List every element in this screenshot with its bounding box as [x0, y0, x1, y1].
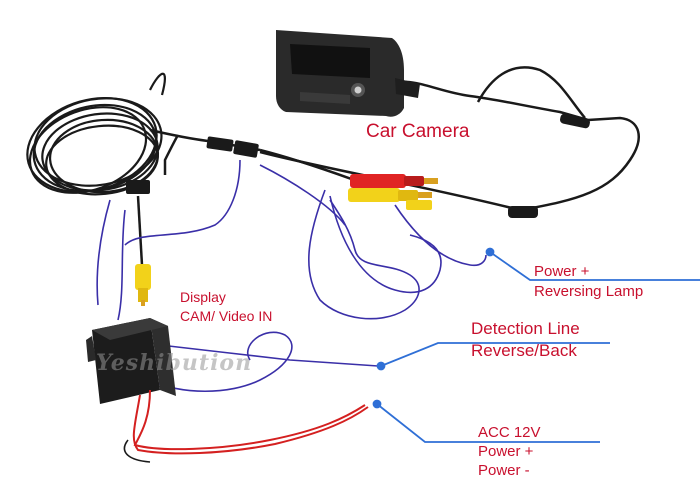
- display-label-line1: Display: [180, 289, 226, 305]
- splitter-connector: [206, 136, 234, 152]
- inline-connector: [508, 206, 538, 218]
- acc-label-line1: ACC 12V: [478, 424, 541, 441]
- acc-label: ACC 12V Power + Power -: [478, 423, 541, 480]
- video-connector: [126, 180, 150, 194]
- display-label-line2: CAM/ Video IN: [180, 308, 273, 324]
- control-box: [86, 318, 176, 404]
- power-label-line2: Reversing Lamp: [534, 283, 644, 300]
- detection-label: Detection Line Reverse/Back: [471, 318, 580, 362]
- car-camera-housing: [276, 30, 420, 117]
- display-label: Display CAM/ Video IN: [180, 288, 272, 326]
- inline-connector: [560, 113, 590, 129]
- power-label: Power + Reversing Lamp: [534, 262, 643, 302]
- car-camera-label: Car Camera: [366, 121, 470, 142]
- leader-lines: [372, 247, 700, 443]
- display-rca-plug: [135, 195, 151, 306]
- detection-label-line2: Reverse/Back: [471, 341, 577, 360]
- acc-label-line2: Power +: [478, 443, 534, 460]
- rca-plugs: [348, 174, 438, 210]
- watermark: Yeshibution: [96, 350, 253, 376]
- coiled-cable: [26, 72, 166, 196]
- blue-wires: [96, 159, 487, 392]
- splitter-junction: [233, 140, 259, 158]
- acc-label-line3: Power -: [478, 462, 530, 479]
- detection-label-line1: Detection Line: [471, 319, 580, 338]
- red-power-wires: [132, 389, 369, 455]
- power-label-line1: Power +: [534, 263, 590, 280]
- black-ground-wire: [123, 439, 151, 463]
